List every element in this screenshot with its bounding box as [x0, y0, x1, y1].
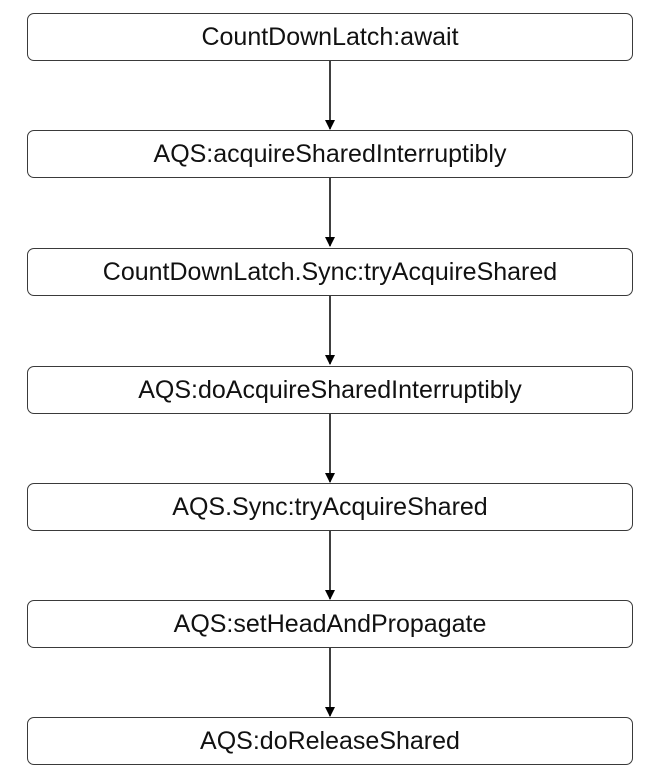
node-countdownlatch-sync-try-acquire-shared: CountDownLatch.Sync:tryAcquireShared — [27, 248, 633, 296]
node-aqs-do-acquire-shared-interruptibly: AQS:doAcquireSharedInterruptibly — [27, 366, 633, 414]
node-countdownlatch-await: CountDownLatch:await — [27, 13, 633, 61]
node-aqs-acquire-shared-interruptibly: AQS:acquireSharedInterruptibly — [27, 130, 633, 178]
node-aqs-sync-try-acquire-shared: AQS.Sync:tryAcquireShared — [27, 483, 633, 531]
node-aqs-do-release-shared: AQS:doReleaseShared — [27, 717, 633, 765]
node-aqs-set-head-and-propagate: AQS:setHeadAndPropagate — [27, 600, 633, 648]
